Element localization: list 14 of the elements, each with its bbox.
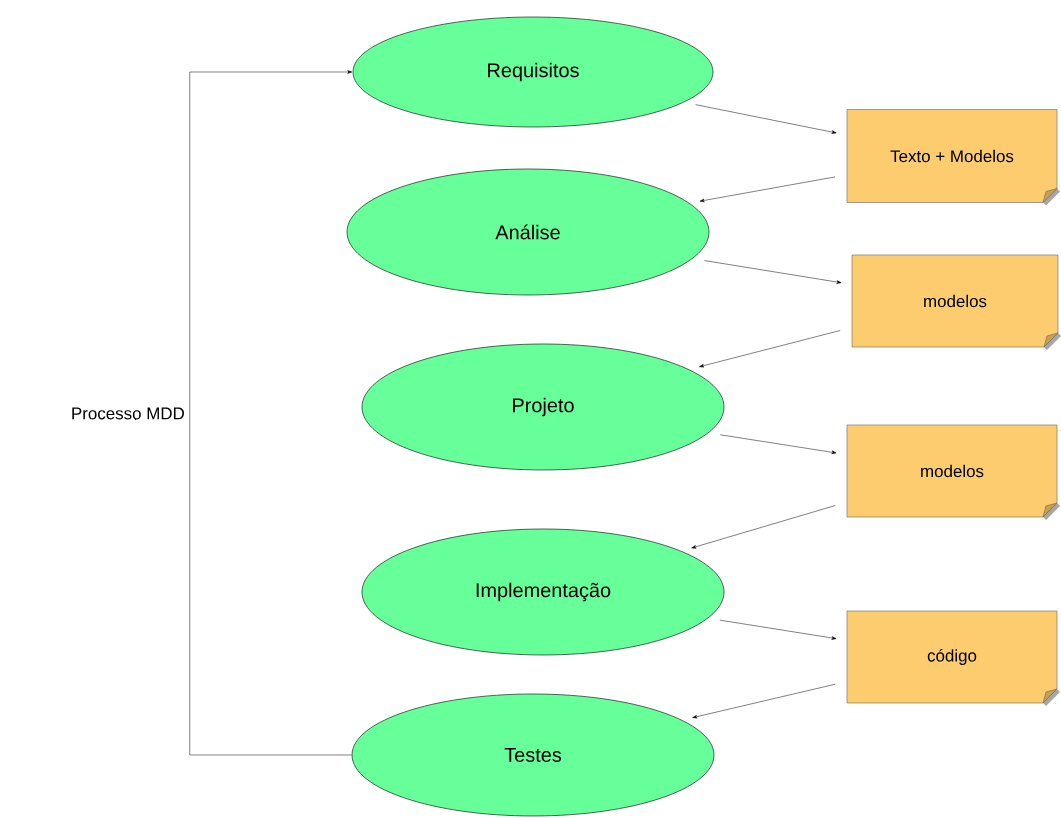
- arrow: [692, 684, 836, 719]
- arrow: [704, 260, 842, 284]
- note-box: código: [846, 610, 1060, 706]
- arrow: [691, 505, 836, 549]
- arrow: [699, 330, 841, 368]
- arrow: [719, 619, 837, 640]
- loop-arrow: [189, 70, 353, 756]
- note-box: Texto + Modelos: [846, 109, 1060, 206]
- edge-label: Processo MDD: [72, 407, 184, 420]
- note-box: modelos: [846, 424, 1060, 520]
- note-box: modelos: [851, 254, 1061, 350]
- arrow: [699, 176, 836, 203]
- arrow: [695, 104, 837, 134]
- arrow: [720, 434, 837, 454]
